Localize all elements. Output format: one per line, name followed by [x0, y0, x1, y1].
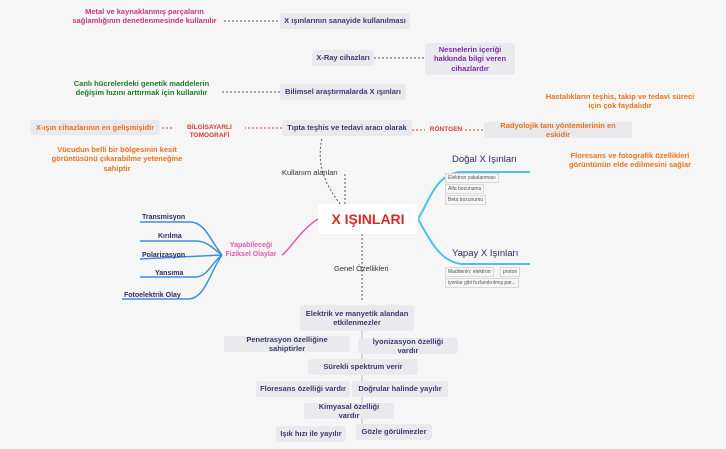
research-description: Canlı hücrelerdeki genetik maddelerin de…	[73, 79, 210, 98]
xray-devices-node[interactable]: X-Ray cihazları	[312, 50, 374, 66]
industry-node[interactable]: X ışınlarının sanayide kullanılması	[280, 13, 410, 29]
physical-event-item[interactable]: Yansıma	[155, 270, 184, 277]
property-item[interactable]: Elektrik ve manyetik alandan etkilenmezl…	[300, 305, 414, 331]
artificial-item: Maddenin; elektron	[445, 267, 494, 277]
artificial-xray-node[interactable]: Yapay X Işınları	[452, 248, 519, 259]
medical-node[interactable]: Tıpta teşhis ve tedavi aracı olarak	[282, 120, 412, 136]
ct-label: BİLGİSAYARLI TOMOGRAFİ	[187, 124, 232, 140]
physical-event-item[interactable]: Transmisyon	[142, 214, 186, 221]
rontgen-label: RÖNTGEN	[429, 126, 463, 133]
industry-description: Metal ve kaynaklanmış parçaların sağlaml…	[72, 7, 217, 26]
physical-event-item[interactable]: Polarizasyon	[142, 252, 186, 259]
natural-item: Elektron yakalanması	[445, 173, 499, 183]
usage-branch-label: Kullanım alanları	[282, 168, 338, 177]
property-item[interactable]: Sürekli spektrum verir	[308, 359, 418, 375]
physical-event-item[interactable]: Fotoelektrik Olay	[124, 292, 181, 299]
rontgen-description-2: Hastalıkların teşhis, takip ve tedavi sü…	[545, 92, 695, 111]
property-item[interactable]: Doğrular halinde yayılır	[352, 381, 448, 397]
property-item[interactable]: İyonizasyon özelliği vardır	[358, 337, 458, 355]
rontgen-description-3: Floresans ve fotografik özellikleri görü…	[568, 151, 692, 170]
property-item[interactable]: Kimyasal özelliği vardır	[304, 402, 394, 420]
artificial-item: iyonlar gibi hızlandırılmış par...	[445, 278, 519, 288]
property-item[interactable]: Gözle görülmezler	[356, 424, 432, 440]
physical-events-label[interactable]: Yapabileceği Fiziksel Olaylar	[225, 242, 277, 258]
central-topic[interactable]: X IŞINLARI	[318, 204, 418, 234]
rontgen-description[interactable]: Radyolojik tanı yöntemlerinin en eskidir	[484, 121, 632, 139]
xray-devices-description: Nesnelerin içeriği hakkında bilgi veren …	[425, 43, 515, 76]
artificial-item: proton	[500, 267, 521, 277]
property-item[interactable]: Penetrasyon özelliğine sahiptirler	[224, 335, 350, 353]
research-node[interactable]: Bilimsel araştırmalarda X ışınları	[280, 84, 406, 100]
physical-event-item[interactable]: Kırılma	[158, 233, 182, 240]
natural-item: Beta bozunumu	[445, 195, 487, 205]
ct-description[interactable]: X-ışın cihazlarının en gelişmişidir	[30, 120, 160, 135]
natural-item: Alfa bozunumu	[445, 184, 485, 194]
natural-xray-node[interactable]: Doğal X Işınları	[452, 154, 517, 165]
property-item[interactable]: Floresans özelliği vardır	[256, 381, 350, 397]
properties-branch-label: Genel Özellikleri	[334, 264, 389, 273]
property-item[interactable]: Işık hızı ile yayılır	[276, 426, 346, 442]
ct-description-2: Vücudun belli bir bölgesinin kesit görün…	[51, 145, 183, 173]
